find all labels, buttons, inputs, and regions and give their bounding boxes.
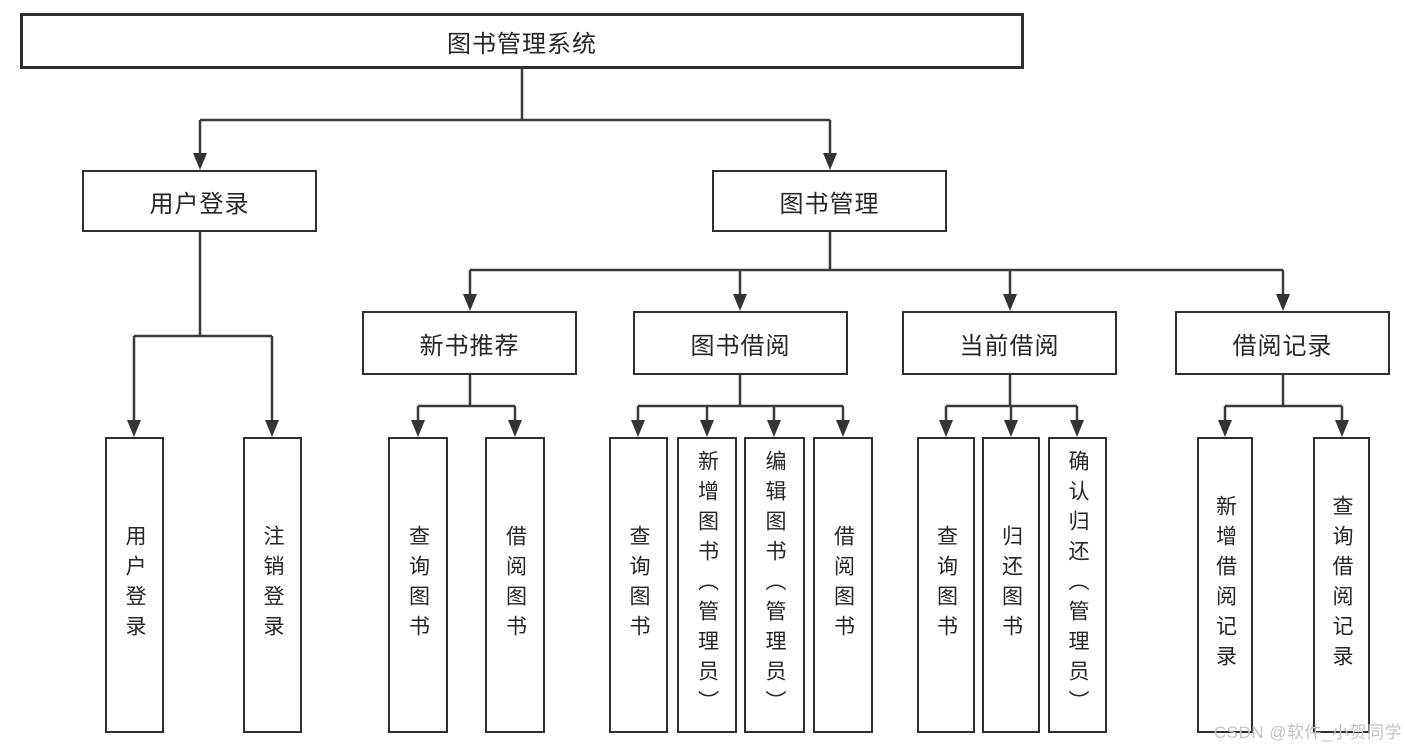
node-borrow-records-label: 借阅记录 — [1232, 332, 1333, 360]
node-current-borrow-label: 当前借阅 — [959, 332, 1060, 360]
leaf-add-borrow-record-label: 新增借阅记录 — [1213, 495, 1237, 675]
leaf-borrow-books-label: 借阅图书 — [831, 525, 855, 645]
leaf-newbook-borrow-books-label: 借阅图书 — [503, 525, 527, 645]
leaf-current-query-books-label: 查询图书 — [934, 525, 958, 645]
leaf-add-borrow-record: 新增借阅记录 — [1197, 437, 1253, 733]
node-borrow-records: 借阅记录 — [1175, 311, 1390, 375]
leaf-newbook-query-books: 查询图书 — [388, 437, 448, 733]
watermark: CSDN @软件_小贺同学 — [1213, 723, 1402, 742]
leaf-confirm-return-admin: 确认归还（管理员） — [1048, 437, 1107, 733]
leaf-confirm-return-admin-label: 确认归还（管理员） — [1066, 450, 1089, 720]
leaf-return-books: 归还图书 — [982, 437, 1040, 733]
leaf-logout: 注销登录 — [243, 437, 302, 733]
node-user-login: 用户登录 — [82, 170, 317, 232]
node-book-borrow: 图书借阅 — [633, 311, 848, 375]
leaf-user-login: 用户登录 — [105, 437, 164, 733]
leaf-borrow-query-books-label: 查询图书 — [627, 525, 650, 645]
leaf-user-login-label: 用户登录 — [123, 525, 146, 645]
leaf-edit-books-admin-label: 编辑图书（管理员） — [763, 450, 786, 720]
node-library-system: 图书管理系统 — [20, 13, 1024, 69]
node-new-book-recommend-label: 新书推荐 — [419, 332, 520, 360]
leaf-logout-label: 注销登录 — [261, 525, 284, 645]
arrowheads — [127, 153, 1349, 437]
leaf-borrow-query-books: 查询图书 — [609, 437, 668, 733]
leaf-borrow-books: 借阅图书 — [813, 437, 873, 733]
leaf-query-borrow-record-label: 查询借阅记录 — [1330, 495, 1353, 675]
leaf-query-borrow-record: 查询借阅记录 — [1313, 437, 1370, 733]
node-current-borrow: 当前借阅 — [902, 311, 1117, 375]
leaf-current-query-books: 查询图书 — [917, 437, 975, 733]
leaf-edit-books-admin: 编辑图书（管理员） — [744, 437, 805, 733]
leaf-newbook-query-books-label: 查询图书 — [406, 525, 430, 645]
leaf-newbook-borrow-books: 借阅图书 — [485, 437, 545, 733]
node-library-system-label: 图书管理系统 — [447, 30, 597, 58]
node-book-management: 图书管理 — [712, 170, 947, 232]
node-new-book-recommend: 新书推荐 — [362, 311, 577, 375]
node-book-borrow-label: 图书借阅 — [690, 332, 791, 360]
node-book-management-label: 图书管理 — [779, 190, 880, 218]
leaf-return-books-label: 归还图书 — [999, 525, 1023, 645]
leaf-add-books-admin: 新增图书（管理员） — [677, 437, 737, 733]
node-user-login-label: 用户登录 — [149, 190, 250, 218]
leaf-add-books-admin-label: 新增图书（管理员） — [695, 450, 719, 720]
